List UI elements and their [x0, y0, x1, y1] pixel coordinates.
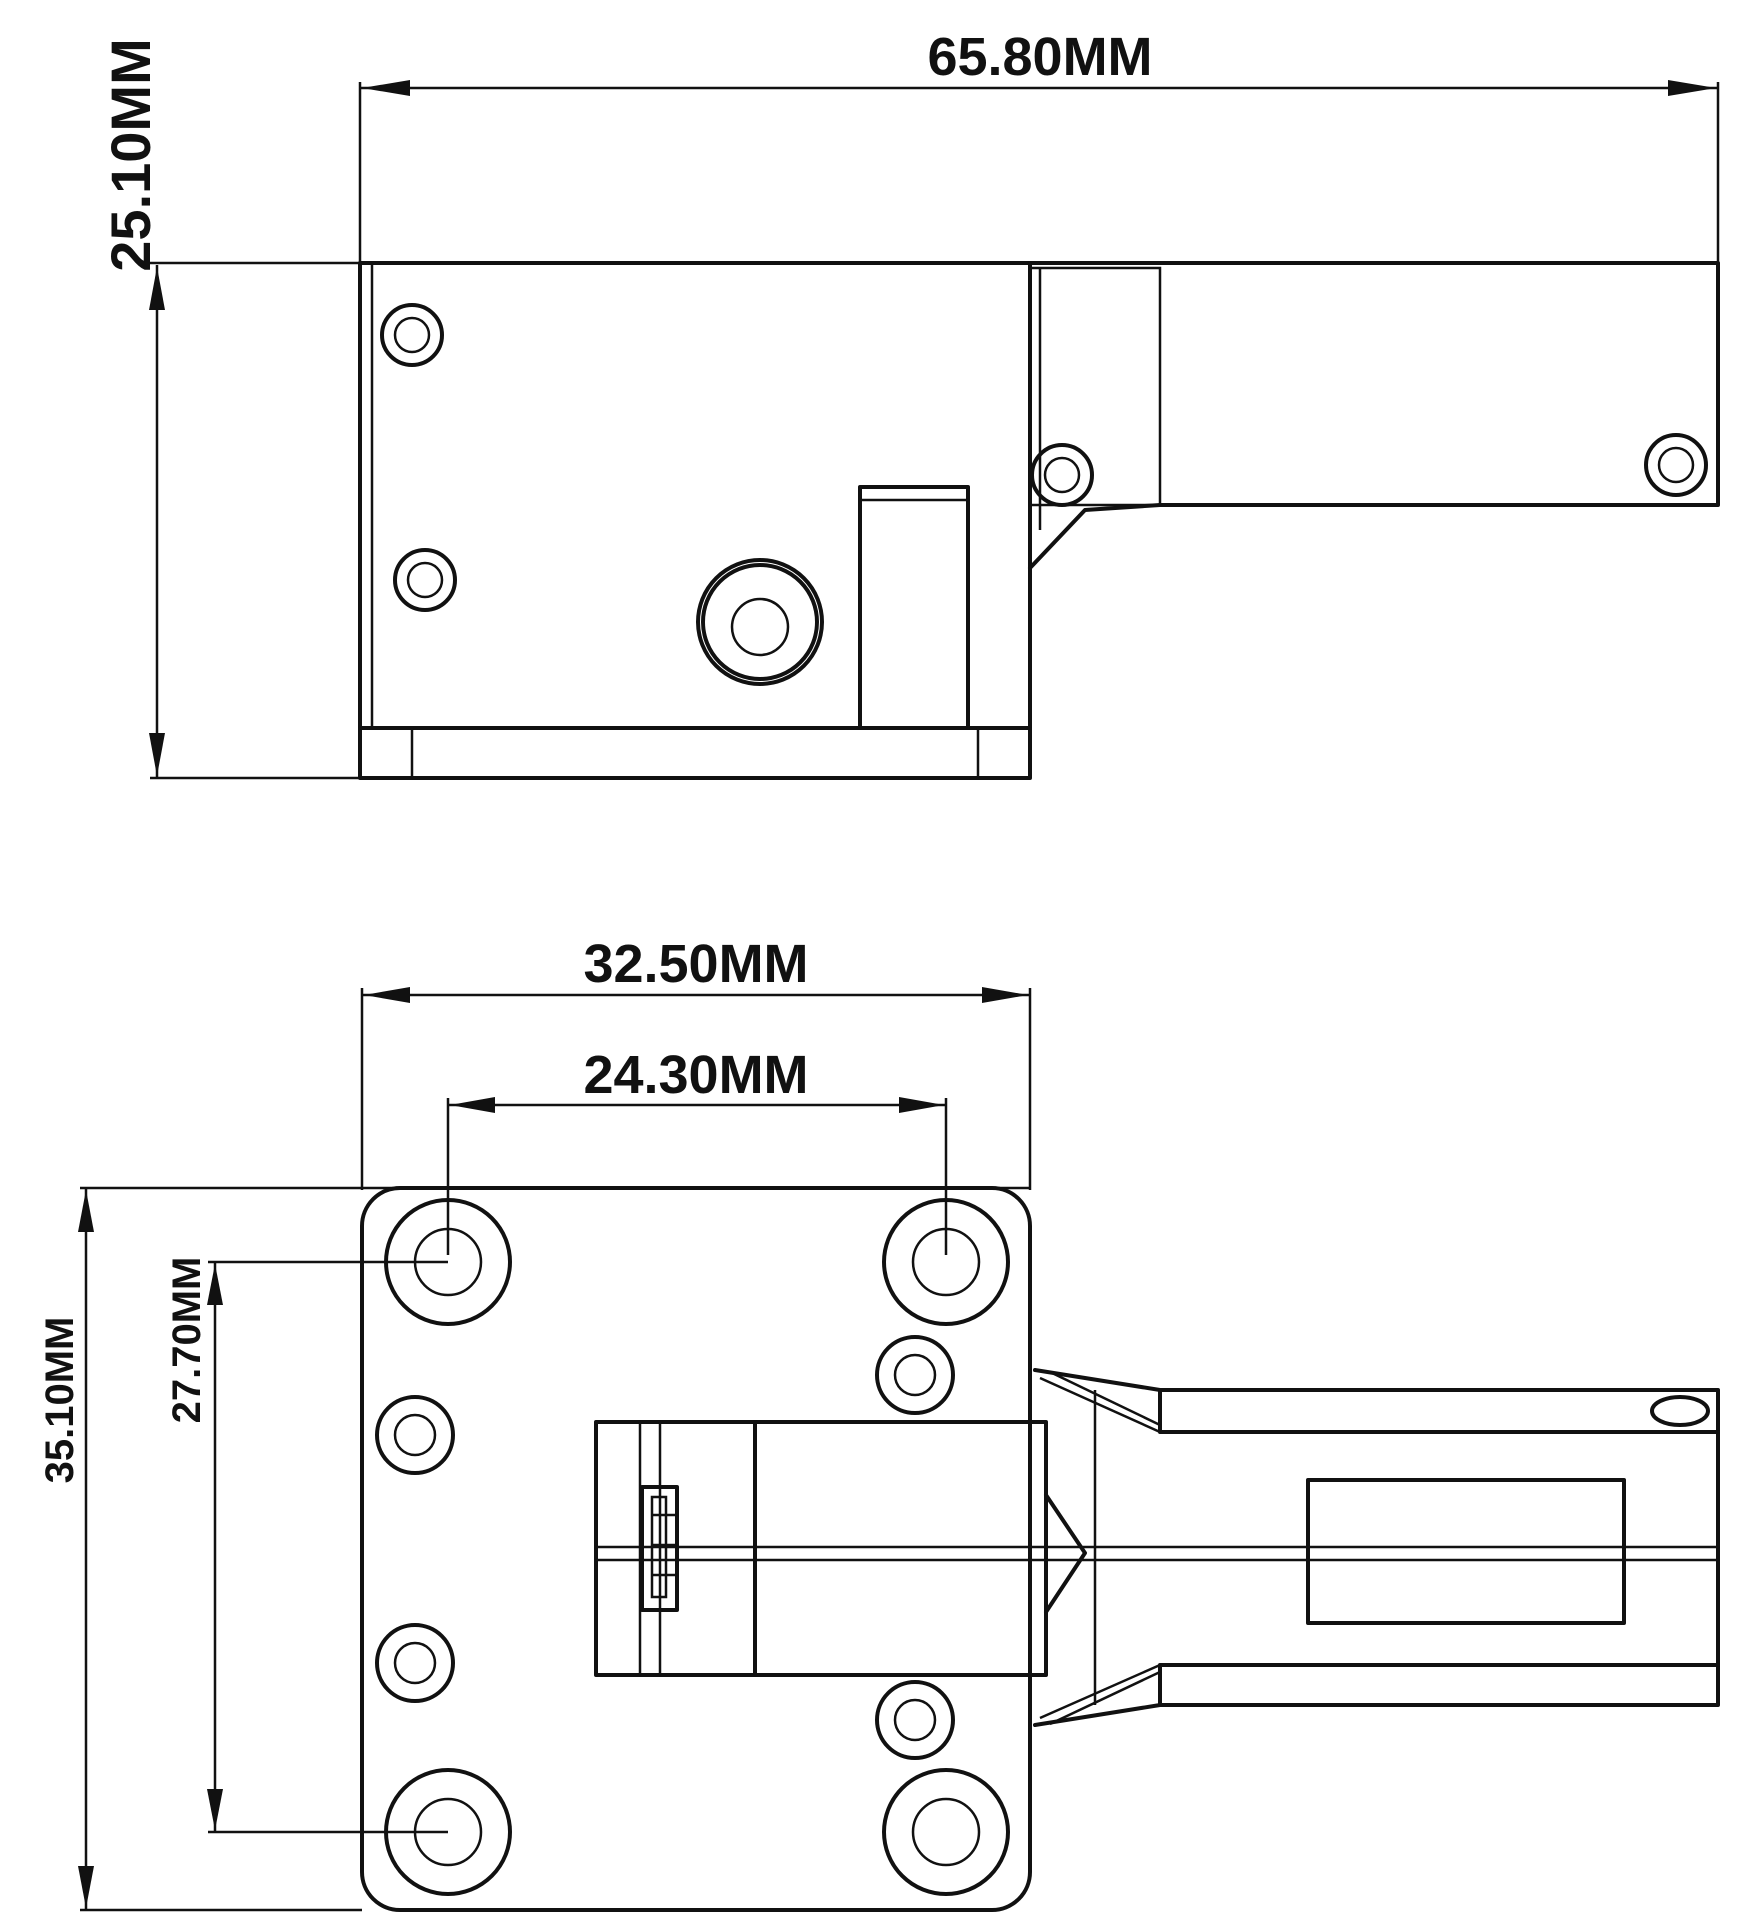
strut-bottom-rail	[1158, 1663, 1720, 1707]
hole-spacing-arrow-right	[899, 1097, 944, 1113]
screw-icon	[375, 1395, 455, 1475]
strut-bottom-edge	[1033, 1663, 1720, 1727]
outer-width-label: 32.50MM	[583, 934, 808, 994]
top-view: 32.50MM 24.30MM 35.10MM 27.70MM	[38, 934, 1720, 1912]
outer-height-arrow-top	[78, 1190, 94, 1232]
screw-icon	[875, 1680, 955, 1760]
side-view: 65.80MM 25.10MM	[99, 27, 1720, 780]
hatch-line	[1039, 1376, 1161, 1434]
hole-height-arrow-top	[207, 1264, 223, 1305]
screw-icon	[1030, 443, 1094, 507]
mounting-hole-icon	[384, 1768, 512, 1896]
arm-joint-line	[1028, 503, 1162, 570]
outer-height-label: 35.10MM	[38, 1317, 82, 1484]
outer-width-arrow-right	[982, 987, 1028, 1003]
height-arrow-bottom	[149, 733, 165, 776]
servo-body	[594, 1420, 1048, 1677]
width-arrow-left	[362, 80, 410, 96]
hatch-line	[1039, 1663, 1161, 1720]
strut-housing	[1033, 1368, 1720, 1727]
hatch-line	[1049, 1370, 1161, 1427]
screw-icon	[375, 1623, 455, 1703]
height-label: 25.10MM	[99, 38, 162, 271]
side-pin	[858, 485, 970, 730]
hole-spacing-label: 24.30MM	[583, 1045, 808, 1105]
mounting-hole-icon	[384, 1198, 512, 1326]
hole-spacing-arrow-left	[450, 1097, 495, 1113]
outer-width-arrow-left	[364, 987, 410, 1003]
hex-bolt-icon	[696, 558, 824, 686]
mounting-hole-icon	[882, 1198, 1010, 1326]
strut-top-rail	[1158, 1388, 1720, 1434]
screw-icon	[393, 548, 457, 612]
hatch-line	[1049, 1670, 1161, 1726]
hole-height-arrow-bottom	[207, 1789, 223, 1830]
screw-icon	[380, 303, 444, 367]
hole-height-label: 27.70MM	[165, 1257, 209, 1424]
width-label: 65.80MM	[927, 27, 1152, 87]
side-body	[358, 261, 1032, 730]
outer-height-arrow-bottom	[78, 1866, 94, 1908]
side-arm-housing	[1028, 261, 1720, 507]
strut-slot	[1306, 1478, 1626, 1625]
height-arrow-top	[149, 267, 165, 310]
strut-top-edge	[1033, 1368, 1720, 1434]
connector-icon	[640, 1485, 679, 1612]
mounting-hole-icon	[882, 1768, 1010, 1896]
screw-icon	[875, 1335, 955, 1415]
strut-end-hole	[1650, 1395, 1710, 1427]
width-arrow-right	[1668, 80, 1716, 96]
side-base-plate	[358, 726, 1032, 780]
pivot-wedge	[1044, 1493, 1087, 1614]
screw-icon	[1644, 433, 1708, 497]
arm-block	[1028, 266, 1162, 507]
